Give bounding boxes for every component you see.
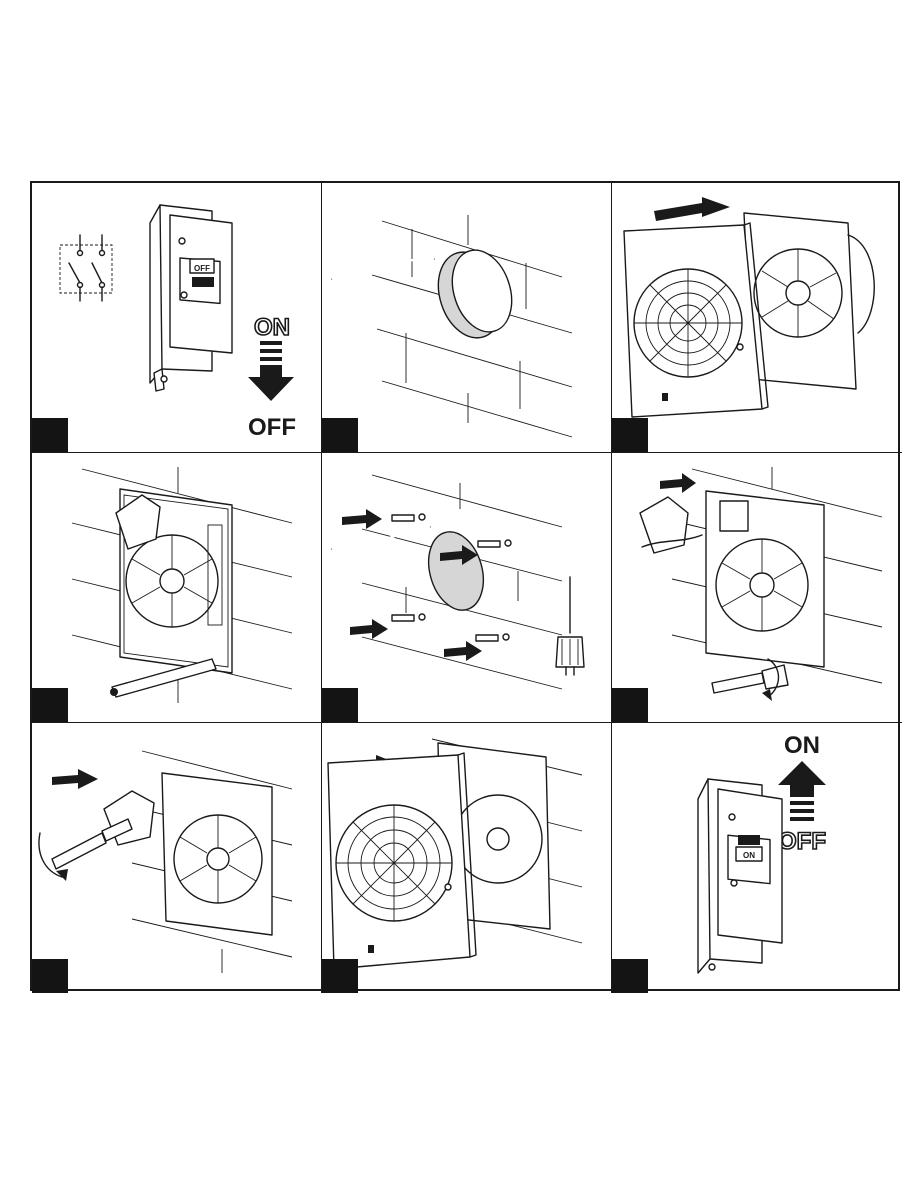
switch-lever	[192, 277, 214, 287]
switch-side	[150, 205, 162, 383]
step-7-illustration	[32, 723, 322, 993]
instruction-grid: OFF ON OFF	[30, 181, 900, 991]
drill-bit	[556, 577, 584, 675]
step-5-marker	[322, 688, 358, 722]
step-5-illustration	[322, 453, 612, 723]
down-arrow	[248, 365, 294, 401]
switch-on-label: ON	[743, 851, 755, 860]
step-9-panel: ON OFF ON	[612, 723, 902, 993]
step-3-panel	[612, 183, 902, 453]
on-label-outline: ON	[254, 314, 290, 341]
step-8-marker	[322, 959, 358, 993]
step-7-panel	[32, 723, 322, 993]
step-4-marker	[32, 688, 68, 722]
step-3-illustration	[612, 183, 902, 453]
up-arrow	[778, 761, 826, 797]
screwdriver	[52, 833, 106, 869]
off-label: OFF	[248, 414, 296, 441]
step-5-panel	[322, 453, 612, 723]
hex-pattern	[336, 805, 452, 921]
step-2-marker	[322, 418, 358, 452]
pull-arrow	[660, 473, 696, 493]
step-4-illustration	[32, 453, 322, 723]
push-arrow	[52, 769, 98, 789]
step-3-marker	[612, 418, 648, 452]
off-label-outline: OFF	[778, 828, 826, 855]
step-7-marker	[32, 959, 68, 993]
step-6-marker	[612, 688, 648, 722]
step-8-panel	[322, 723, 612, 993]
switch-off-label: OFF	[194, 264, 210, 273]
step-2-illustration	[322, 183, 612, 453]
step-9-illustration: ON OFF ON	[612, 723, 902, 993]
step-6-panel	[612, 453, 902, 723]
step-1-illustration: OFF ON OFF	[32, 183, 322, 453]
pull-arrow	[654, 197, 730, 221]
step-6-illustration	[612, 453, 902, 723]
marker-pencil	[112, 659, 216, 697]
step-2-panel	[322, 183, 612, 453]
screwdriver	[712, 673, 764, 693]
step-8-illustration	[322, 723, 612, 993]
step-1-panel: OFF ON OFF	[32, 183, 322, 453]
step-1-marker	[32, 418, 68, 452]
switch-lever	[738, 835, 760, 845]
step-9-marker	[612, 959, 648, 993]
hex-pattern	[634, 269, 742, 377]
step-4-panel	[32, 453, 322, 723]
wall-hole	[420, 525, 492, 616]
on-label: ON	[784, 732, 820, 759]
